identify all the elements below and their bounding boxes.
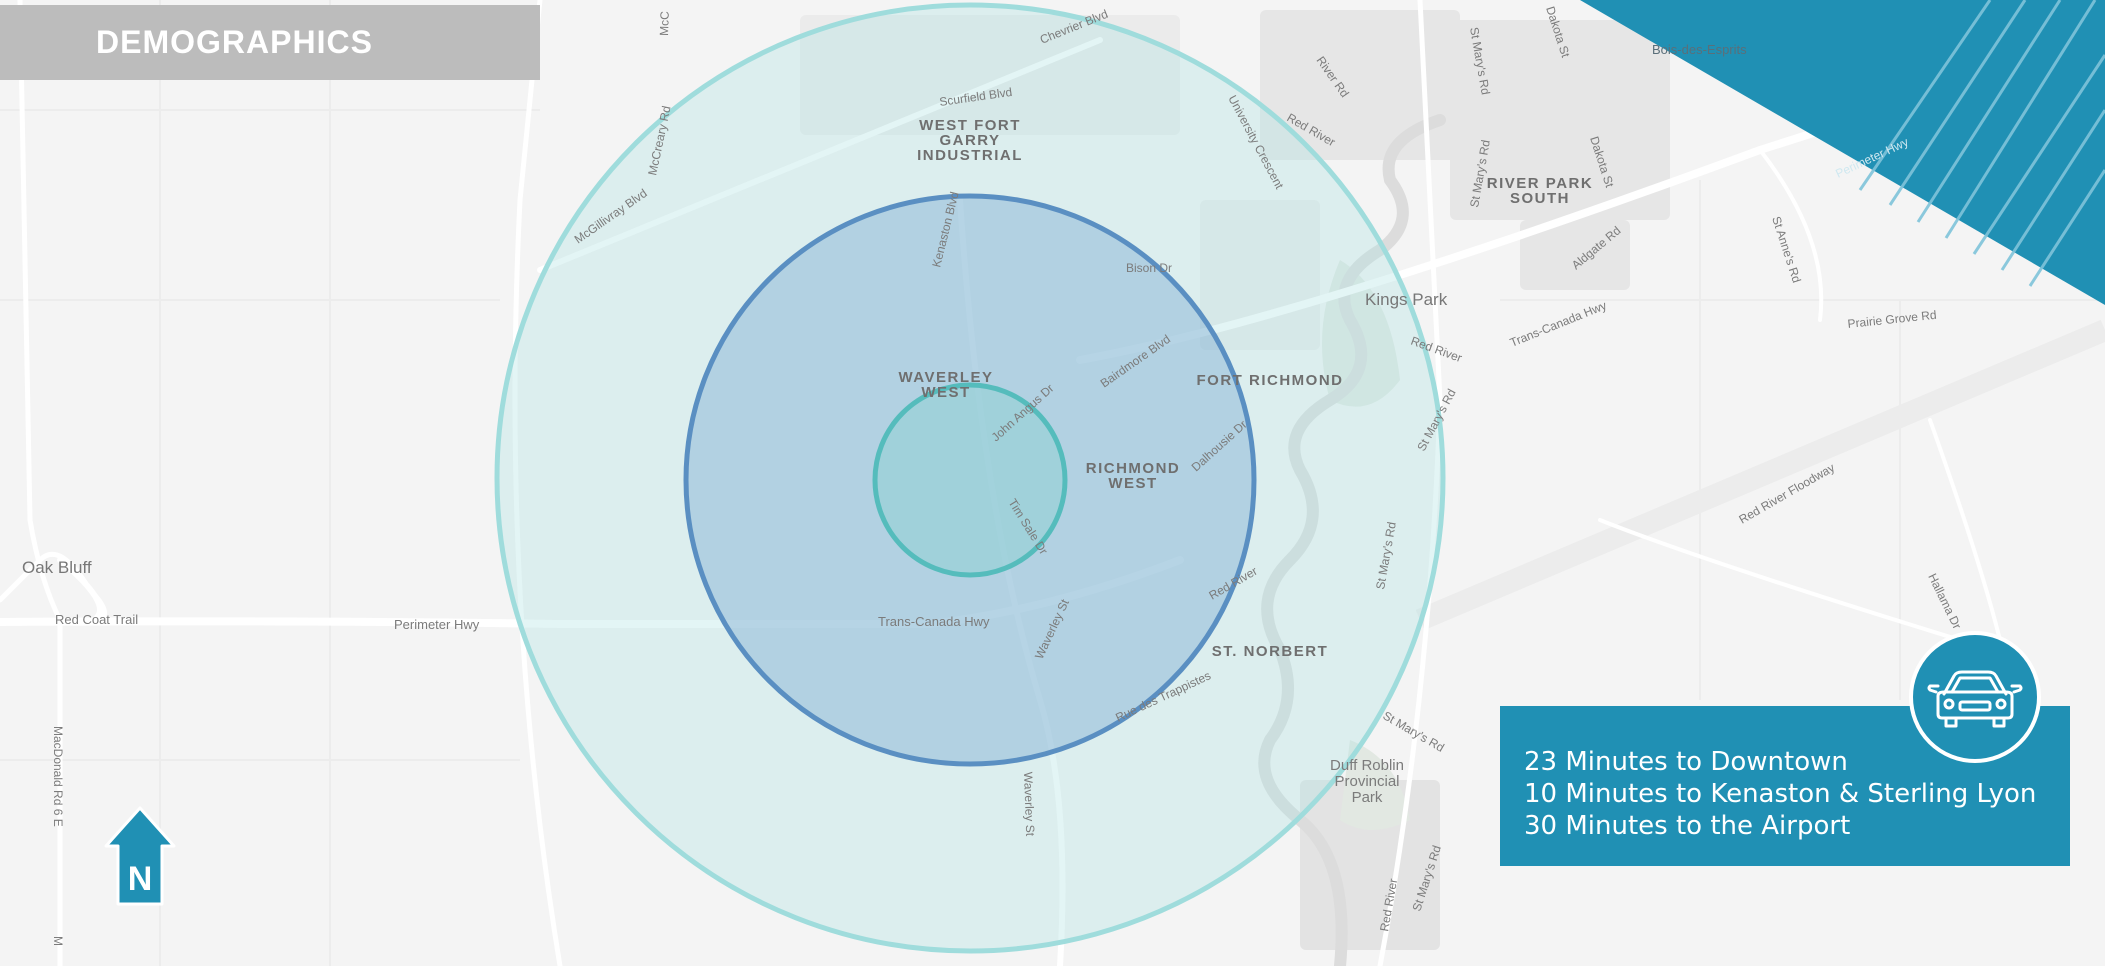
road-label-bison: Bison Dr [1126, 261, 1172, 275]
car-icon [1909, 631, 2041, 763]
red-river-floodway [1415, 319, 2105, 631]
place-label-oak-bluff: Oak Bluff [22, 558, 92, 577]
place-label-kings-park: Kings Park [1365, 290, 1448, 309]
road-label-mcc: McC [657, 11, 672, 36]
place-label-duff-roblin-3: Park [1352, 789, 1383, 806]
hood-label-west-fort-garry-1: WEST FORT [919, 117, 1021, 134]
north-arrow-icon: N [104, 806, 176, 906]
drive-time-kenaston: 10 Minutes to Kenaston & Sterling Lyon [1524, 779, 2037, 809]
title-bar: DEMOGRAPHICS [0, 5, 540, 80]
page-title: DEMOGRAPHICS [96, 24, 373, 60]
outer-radius-ring [494, 2, 1446, 954]
hood-label-river-park-south-1: RIVER PARK [1487, 175, 1593, 192]
place-label-duff-roblin-2: Provincial [1334, 773, 1399, 790]
inner-radius-ring [872, 382, 1068, 578]
hood-label-river-park-south-2: SOUTH [1510, 190, 1570, 207]
hood-label-st-norbert: ST. NORBERT [1212, 643, 1329, 660]
drive-time-list: 23 Minutes to Downtown 10 Minutes to Ken… [1524, 746, 2036, 842]
road-label-macdonald: MacDonald Rd 6 E [51, 726, 65, 827]
hood-label-fort-richmond: FORT RICHMOND [1197, 372, 1344, 389]
road-label-m: M [51, 936, 65, 946]
red-river [1258, 114, 1446, 966]
drive-time-downtown: 23 Minutes to Downtown [1524, 747, 1848, 777]
hood-label-west-fort-garry-3: INDUSTRIAL [917, 147, 1023, 164]
road-label-waverley-st-2: Waverley St [1021, 772, 1037, 837]
hood-label-waverley-west-2: WEST [921, 384, 970, 401]
hood-label-waverley-west-1: WAVERLEY [898, 369, 993, 386]
north-arrow-label: N [128, 860, 153, 898]
drive-time-airport: 30 Minutes to the Airport [1524, 811, 1851, 841]
road-label-red-coat-trail: Red Coat Trail [55, 612, 138, 627]
road-label-perimeter-hwy: Perimeter Hwy [394, 617, 480, 632]
road-label-trans-canada-hwy-west: Trans-Canada Hwy [878, 614, 990, 629]
hood-label-richmond-west-1: RICHMOND [1086, 460, 1181, 477]
place-label-bois-des-esprits: Bois-des-Esprits [1652, 42, 1747, 57]
hood-label-west-fort-garry-2: GARRY [939, 132, 1000, 149]
place-label-duff-roblin-1: Duff Roblin [1330, 757, 1404, 774]
corner-accent [1580, 0, 2105, 305]
middle-radius-ring [683, 193, 1257, 767]
north-arrow: N [104, 806, 176, 906]
hood-label-richmond-west-2: WEST [1108, 475, 1157, 492]
